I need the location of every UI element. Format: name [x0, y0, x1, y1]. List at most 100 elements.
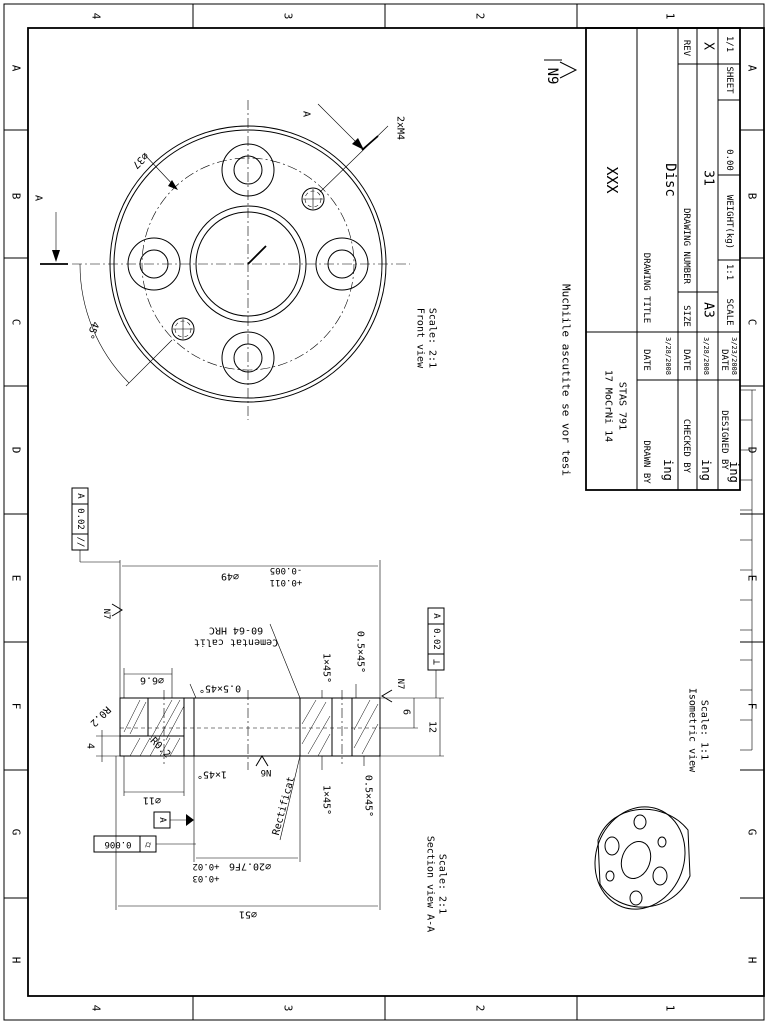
- scale-label: SCALE: [724, 298, 734, 325]
- radius-label: R0.2: [148, 736, 173, 761]
- gdt-datum-ref: A: [431, 613, 441, 619]
- title-block: XXX DRAWING TITLE Disc SIZE A3 DRAWING N…: [585, 27, 741, 491]
- dim-6: 6: [401, 709, 412, 715]
- row-label: C: [10, 319, 23, 326]
- col-label: 4: [90, 13, 103, 20]
- gdt-symbol: ⊥: [431, 659, 442, 665]
- size-label: SIZE: [681, 305, 691, 327]
- roughness-n7: N7: [101, 609, 111, 620]
- row-label: B: [10, 193, 23, 200]
- dim-d49: ⌀49: [221, 571, 239, 582]
- section-view-label: Section view A-A: [425, 836, 436, 932]
- front-view-scale: Scale: 2:1: [427, 308, 438, 368]
- col-label: 2: [474, 13, 487, 20]
- drawing-title-label: DRAWING TITLE: [641, 253, 651, 323]
- threaded-hole: [171, 317, 195, 341]
- iso-view-label: Isometric view: [687, 688, 698, 773]
- counterbore-hole: [221, 143, 275, 197]
- radius-label: R0.2: [88, 704, 113, 729]
- threaded-hole: [301, 187, 325, 211]
- dim-d6-6: ⌀6.6: [140, 675, 164, 686]
- chamfer-label: 0.5×45°: [363, 775, 374, 817]
- counterbore-hole: [221, 331, 275, 385]
- gdt-perpendicularity: ⊥ 0.02 A: [427, 607, 445, 698]
- outer-border: [3, 3, 765, 1021]
- material-line1: 17 MoCrNi 14: [603, 370, 614, 442]
- tol-d49-lower: -0.005: [270, 565, 303, 575]
- company-name: XXX: [603, 166, 621, 193]
- front-view: A A 2xM4 ⌀37 45° Front view Scale: 2:1: [33, 100, 438, 420]
- checked-by-label: CHECKED BY: [681, 419, 691, 474]
- date-label: DATE: [641, 349, 651, 371]
- angle-dimension: 45°: [84, 320, 101, 341]
- chamfer-label: 0.5×45°: [199, 683, 241, 694]
- gdt-parallelism: // 0.02 A: [71, 487, 120, 563]
- chamfer-label: 1×45°: [321, 785, 332, 815]
- section-hatch: [123, 699, 379, 757]
- row-label: E: [10, 575, 23, 582]
- col-label: 1: [664, 13, 677, 20]
- section-view: ⌀49 -0.005 +0.011 ⌀51 ⌀20.7F6 +0.03 +0.0…: [71, 487, 448, 932]
- date-label: DATE: [681, 349, 691, 371]
- date-checked: 3/28/2008: [702, 337, 710, 375]
- title-block-frame: [585, 27, 741, 491]
- sheet-frame: 4 3 2 1 4 3 2 1 A B C D E F G H A B C D …: [3, 3, 765, 1021]
- datum-a: A: [153, 811, 194, 829]
- dim-4: 4: [85, 743, 96, 749]
- material-line2: STAS 791: [617, 382, 628, 430]
- hardening-note: Cementat calit: [194, 637, 278, 648]
- chamfer-label: 0.5×45°: [355, 631, 366, 673]
- tol-d20-upper: +0.03: [192, 873, 219, 883]
- edge-ruler: [740, 389, 756, 751]
- col-label: 3: [282, 13, 295, 20]
- drawing-title: Disc: [662, 163, 678, 197]
- row-label: G: [10, 829, 23, 836]
- row-label: D: [10, 447, 23, 454]
- roughness-general-value: N9: [544, 68, 560, 85]
- pcd-dimension: ⌀37: [130, 150, 151, 171]
- counterbore-hole: [127, 237, 181, 291]
- gdt-cylindricity: ⌭ 0.006: [93, 835, 196, 853]
- section-mark: A: [33, 195, 44, 201]
- col-label: 1: [664, 1005, 677, 1012]
- tol-d20-lower: +0.02: [192, 861, 219, 871]
- date-label: DATE: [719, 349, 729, 371]
- size-value: A3: [701, 302, 716, 318]
- edges-note: Muchiile ascutite se vor tesi: [560, 284, 573, 476]
- weight-value: 0.00: [724, 149, 734, 171]
- tol-d49-upper: +0.011: [270, 577, 303, 587]
- row-label: B: [746, 193, 759, 200]
- row-label: A: [746, 65, 759, 72]
- inner-border: [27, 27, 765, 997]
- drawing-number: 31: [701, 170, 716, 186]
- dim-12: 12: [427, 721, 438, 733]
- row-label: A: [10, 65, 23, 72]
- gdt-datum-ref: A: [75, 493, 85, 499]
- thread-callout: 2xM4: [395, 116, 406, 140]
- rev-value: X: [701, 42, 716, 50]
- front-view-label: Front view: [415, 308, 426, 369]
- roughness-n7: N7: [395, 679, 405, 690]
- iso-view-scale: Scale: 1:1: [699, 700, 710, 760]
- section-mark: A: [301, 111, 312, 117]
- col-label: 4: [90, 1005, 103, 1012]
- isometric-view: Isometric view Scale: 1:1: [594, 688, 710, 910]
- rev-label: REV: [681, 40, 691, 57]
- scale-value: 1:1: [724, 264, 734, 280]
- weight-label: WEIGHT(kg): [724, 195, 734, 249]
- row-label: H: [746, 957, 759, 964]
- hardness-note: 60-64 HRC: [209, 625, 263, 636]
- sheet-label: SHEET: [724, 66, 734, 94]
- designed-by-label: DESIGNED BY: [719, 410, 729, 470]
- row-label: G: [746, 829, 759, 836]
- gdt-tolerance: 0.02: [431, 628, 441, 650]
- datum-letter: A: [157, 817, 167, 823]
- bore: [189, 205, 307, 323]
- drawn-by: ing: [661, 459, 675, 481]
- date-designed: 3/23/2008: [730, 337, 738, 375]
- date-drawn: 3/28/2008: [664, 337, 672, 375]
- col-label: 3: [282, 1005, 295, 1012]
- pitch-circle: [141, 157, 355, 371]
